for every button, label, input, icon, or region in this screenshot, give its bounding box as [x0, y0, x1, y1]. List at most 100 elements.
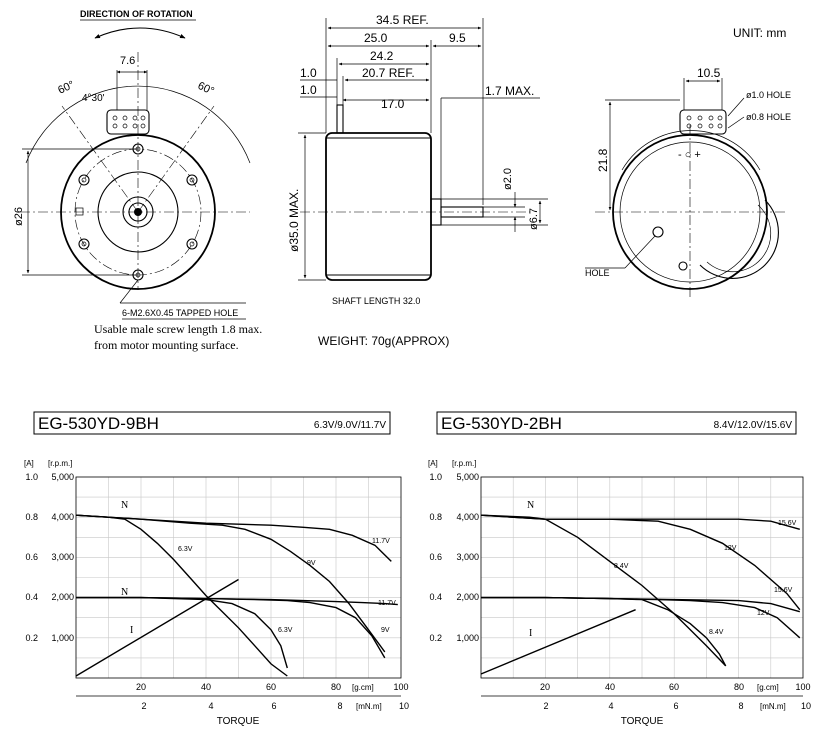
chart-1-unit-rpm: [r.p.m.]: [48, 459, 72, 468]
chart-1-amp-tick: 0.8: [25, 512, 38, 522]
side-housing: [325, 132, 432, 281]
chart-2-speed-curve-8-4v: [480, 514, 727, 667]
hole-label: HOLE: [585, 268, 610, 278]
chart-1-amp-tick: 0.4: [25, 592, 38, 602]
dim-1-0-a: 1.0: [300, 66, 317, 80]
chart-1-rpm-tick: 2,000: [51, 592, 74, 602]
chart-2-gcm-tick: 60: [669, 682, 679, 692]
chart-2-speed-curve-12v: [480, 514, 801, 611]
dim-24-2: 24.2: [370, 49, 394, 63]
polarity-marking: - ○ +: [678, 149, 701, 161]
screw-note-line-1: Usable male screw length 1.8 max.: [94, 322, 262, 336]
chart-1-current-curve-i: [75, 578, 239, 677]
dim-1-7-max: 1.7 MAX.: [485, 84, 534, 98]
dim-20-7: 20.7 REF.: [362, 66, 415, 80]
chart-1-label-6-3v-speed: 6.3V: [178, 546, 193, 553]
direction-of-rotation-label: DIRECTION OF ROTATION: [80, 9, 193, 19]
dim-34-5: 34.5 REF.: [376, 13, 429, 27]
chart-2-gcm-tick: 100: [795, 682, 810, 692]
front-housing-circle: [60, 134, 216, 290]
dim-dia-35: ø35.0 MAX.: [287, 189, 301, 252]
dim-dia-6-7: ø6.7: [528, 208, 540, 230]
chart-2-label-n: N: [527, 500, 534, 511]
dim-7-6: 7.6: [120, 55, 135, 67]
chart-2-label-12v-speed: 12V: [724, 545, 737, 552]
chart-2-label-8-4v-current: 8.4V: [709, 629, 724, 636]
dim-21-8: 21.8: [596, 148, 610, 172]
chart-2-amp-tick: 0.4: [429, 592, 442, 602]
chart-2-amp-tick: 1.0: [429, 472, 442, 482]
chart-1-unit-a: [A]: [24, 459, 34, 468]
side-view: 34.5 REF. 25.0 9.5 24.2 1.0 20.7 REF. 1.…: [287, 13, 548, 348]
weight-label: WEIGHT: 70g(APPROX): [318, 334, 449, 348]
chart-1-mnm-tick: 4: [208, 701, 213, 711]
chart-2-unit-rpm: [r.p.m.]: [452, 459, 476, 468]
chart-1-label-9v-speed: 9V: [307, 560, 316, 567]
unit-label: UNIT: mm: [733, 26, 786, 40]
screw-note-line-2: from motor mounting surface.: [94, 338, 239, 352]
chart-1-rpm-tick: 3,000: [51, 552, 74, 562]
chart-2-current-curve-8-4v: [481, 596, 727, 667]
chart-1-mnm-tick: 6: [271, 701, 276, 711]
chart-2-mnm-tick: 2: [543, 701, 548, 711]
chart-2-amp-tick: 0.2: [429, 633, 442, 643]
chart-1-mnm-tick: 2: [141, 701, 146, 711]
front-terminal-block: [106, 109, 150, 135]
chart-1-title: EG-530YD-9BH: [38, 414, 159, 433]
chart-2-mnm-tick: 10: [801, 701, 811, 711]
dim-dia-26: ø26: [13, 207, 25, 226]
dim-9-5: 9.5: [449, 31, 466, 45]
chart-1-label-6-3v-current: 6.3V: [278, 627, 293, 634]
chart-1-amp-tick: 0.6: [25, 552, 38, 562]
chart-2-mnm-tick: 6: [673, 701, 678, 711]
chart-1-speed-curve-11-7v: [75, 514, 392, 562]
chart-1-mnm-tick: 8: [337, 701, 342, 711]
dim-25-0: 25.0: [364, 31, 388, 45]
chart-1-gcm-tick: 60: [266, 682, 276, 692]
chart-2-mnm-tick: 4: [608, 701, 613, 711]
chart-2-rpm-tick: 3,000: [456, 552, 479, 562]
chart-2-current-curve-15-6v: [481, 596, 800, 613]
chart-1-rpm-tick: 1,000: [51, 633, 74, 643]
chart-1-gcm-unit: [g.cm]: [352, 683, 374, 692]
chart-1-label-9v-current: 9V: [381, 627, 390, 634]
chart-1-current-curve-11-7v: [76, 596, 398, 606]
tapped-hole-callout: 6-M2.6X0.45 TAPPED HOLE: [122, 308, 238, 318]
shaft-length-label: SHAFT LENGTH 32.0: [332, 296, 420, 306]
angle-mid: 4°30': [82, 93, 105, 104]
chart-2: EG-530YD-2BH 8.4V/12.0V/15.6V [A] [r.p.m…: [428, 411, 811, 727]
chart-2-title: EG-530YD-2BH: [441, 414, 562, 433]
chart-1-rpm-tick: 5,000: [51, 472, 74, 482]
dim-1-0-b: 1.0: [300, 83, 317, 97]
chart-2-label-i: I: [529, 628, 532, 639]
chart-1-label-n-speed: N: [121, 500, 128, 511]
chart-2-voltages: 8.4V/12.0V/15.6V: [714, 420, 793, 431]
chart-2-mnm-unit: [mN.m]: [760, 702, 786, 711]
chart-1-mnm-tick: 10: [399, 701, 409, 711]
rear-terminal-block: [679, 109, 727, 135]
chart-2-unit-a: [A]: [428, 459, 438, 468]
chart-2-amp-tick: 0.8: [429, 512, 442, 522]
dim-17-0: 17.0: [381, 97, 405, 111]
chart-1-gcm-tick: 20: [136, 682, 146, 692]
chart-2-rpm-tick: 1,000: [456, 633, 479, 643]
chart-2-gcm-unit: [g.cm]: [757, 683, 779, 692]
chart-2-amp-tick: 0.6: [429, 552, 442, 562]
hole-1-0-label: ø1.0 HOLE: [746, 90, 791, 100]
chart-2-rpm-tick: 4,000: [456, 512, 479, 522]
hole-0-8-label: ø0.8 HOLE: [746, 112, 791, 122]
angle-left: 60°: [56, 79, 76, 97]
chart-2-label-15-6v-speed: 15.6V: [778, 520, 797, 527]
chart-2-gcm-tick: 20: [540, 682, 550, 692]
chart-1-gcm-tick: 80: [331, 682, 341, 692]
front-view: DIRECTION OF ROTATION: [13, 9, 262, 352]
chart-2-gcm-tick: 40: [605, 682, 615, 692]
chart-1-gcm-tick: 100: [393, 682, 408, 692]
chart-1-mnm-unit: [mN.m]: [356, 702, 382, 711]
chart-1-label-11-7v-speed: 11.7V: [372, 538, 390, 545]
chart-1-amp-tick: 0.2: [25, 633, 38, 643]
chart-1: EG-530YD-9BH 6.3V/9.0V/11.7V [A] [r.p.m.…: [24, 411, 409, 727]
chart-2-gcm-tick: 80: [734, 682, 744, 692]
rotation-arrow-icon: [94, 27, 186, 39]
